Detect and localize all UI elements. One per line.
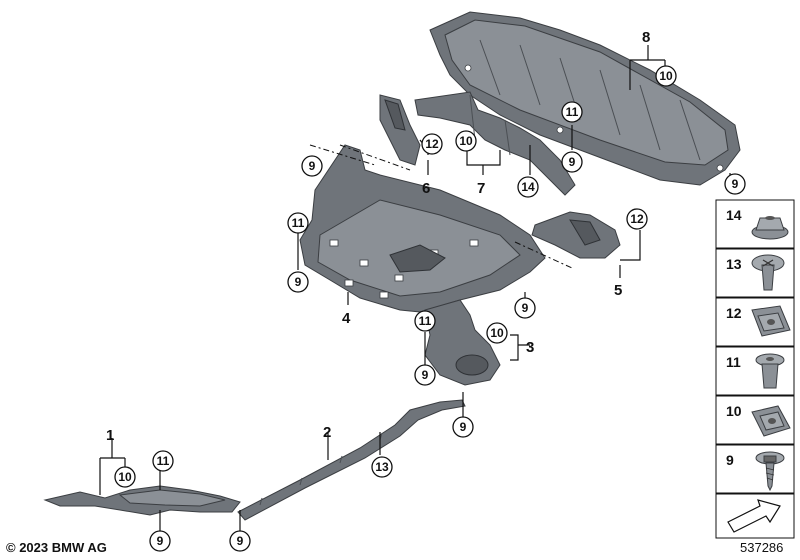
part-5-bracket [531,211,621,259]
legend-item-9: 9 [715,444,795,494]
svg-text:10: 10 [459,134,473,148]
screw-icon [755,451,785,492]
callout-9-part1: 9 [149,530,171,552]
image-id: 537286 [740,540,784,555]
svg-text:11: 11 [726,354,741,370]
svg-text:9: 9 [522,301,529,315]
callout-13: 13 [371,456,393,478]
part-number-3: 3 [526,339,534,356]
callout-9-part3: 9 [414,364,436,386]
clip-nut-icon [751,305,791,337]
part-3-cover [424,299,501,386]
svg-text:13: 13 [375,460,389,474]
svg-text:9: 9 [460,420,467,434]
svg-text:11: 11 [292,216,305,230]
part-6-bracket [379,94,421,166]
svg-text:12: 12 [630,212,644,226]
callout-10-part7: 10 [455,130,477,152]
legend-item-11: 11 [715,346,795,396]
callout-14: 14 [517,176,539,198]
svg-text:9: 9 [732,177,739,191]
callout-9-part4: 9 [287,271,309,293]
callout-11-top: 11 [561,101,583,123]
expanding-rivet-icon [751,254,785,291]
plastic-rivet-icon [755,353,785,389]
part-number-6: 6 [422,180,430,197]
svg-text:9: 9 [569,155,576,169]
svg-text:9: 9 [157,534,164,548]
svg-text:10: 10 [726,403,742,419]
svg-text:13: 13 [726,256,742,272]
spring-nut-icon [751,405,791,437]
part-1-panel [43,485,241,516]
callout-9-part8: 9 [724,173,746,195]
callout-10-part1: 10 [114,466,136,488]
callout-12-part6: 12 [421,133,443,155]
part-number-1: 1 [106,427,114,444]
part-4-panel [299,144,546,313]
part-2-rail [237,399,466,521]
callout-11-part3: 11 [414,310,436,332]
svg-text:11: 11 [419,314,432,328]
svg-text:14: 14 [521,180,535,194]
svg-text:9: 9 [726,452,734,468]
part-number-7: 7 [477,180,485,197]
svg-text:12: 12 [726,305,742,321]
svg-text:9: 9 [295,275,302,289]
callout-10-part3: 10 [486,322,508,344]
svg-text:10: 10 [659,69,673,83]
copyright-text: © 2023 BMW AG [6,540,107,555]
svg-text:10: 10 [118,470,132,484]
svg-text:14: 14 [726,207,742,223]
legend-item-10: 10 [715,395,795,445]
svg-text:11: 11 [566,105,579,119]
part-7-duct [414,91,576,196]
svg-text:9: 9 [309,159,316,173]
part-number-5: 5 [614,282,622,299]
svg-text:9: 9 [237,534,244,548]
part-8-panel [429,11,741,186]
callout-9-part2: 9 [229,530,251,552]
svg-text:11: 11 [157,454,170,468]
callout-10-part8: 10 [655,65,677,87]
callout-9-part7: 9 [561,151,583,173]
part-number-4: 4 [342,310,351,327]
callout-12-part5: 12 [626,208,648,230]
flange-nut-icon [751,216,789,240]
svg-text:12: 12 [425,137,439,151]
svg-text:9: 9 [422,368,429,382]
callout-11-part1: 11 [152,450,174,472]
part-number-8: 8 [642,29,650,46]
svg-text:10: 10 [490,326,504,340]
legend-item-14: 14 [715,199,795,249]
legend-item-12: 12 [715,297,795,347]
callout-11-part4: 11 [287,212,309,234]
part-number-2: 2 [323,424,331,441]
direction-arrow-icon [727,499,781,533]
legend-item-arrow [715,493,795,539]
callout-9-part6: 9 [301,155,323,177]
callout-9-part3-bottom: 9 [452,416,474,438]
legend-item-13: 13 [715,248,795,298]
legend: 14 13 12 [715,199,795,539]
callout-9-part4-right: 9 [514,297,536,319]
